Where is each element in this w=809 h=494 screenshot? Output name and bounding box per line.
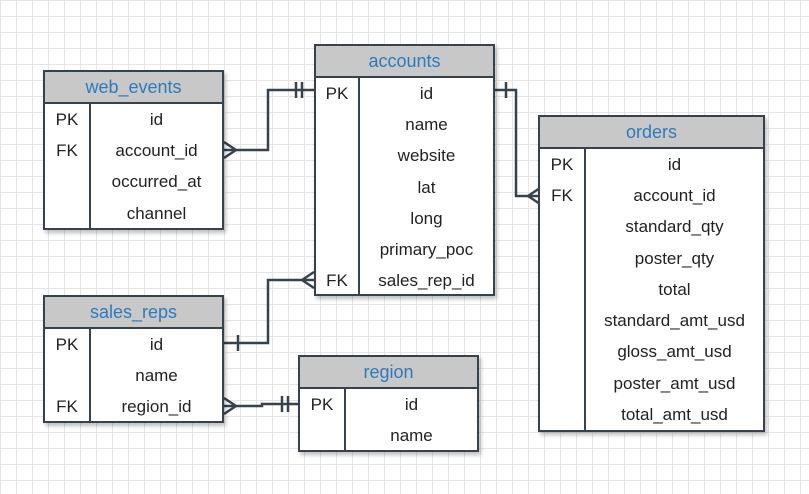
key-badge xyxy=(316,172,358,203)
key-badge: PK xyxy=(325,83,349,103)
table-row: poster_qty xyxy=(540,243,763,274)
table-row: name xyxy=(45,360,222,391)
field-name: sales_rep_id xyxy=(378,271,475,291)
entity-title: orders xyxy=(540,117,763,149)
key-badge: FK xyxy=(56,397,78,417)
field-name: long xyxy=(410,208,443,228)
field-name: name xyxy=(390,425,433,445)
field-name: region_id xyxy=(121,397,192,417)
table-row: PK id xyxy=(45,104,222,135)
field-name: occurred_at xyxy=(111,172,202,192)
key-badge xyxy=(45,167,89,198)
table-row: PK id xyxy=(540,149,763,180)
table-row: total xyxy=(540,274,763,305)
entity-title: sales_reps xyxy=(45,297,222,329)
table-row: poster_amt_usd xyxy=(540,368,763,399)
key-badge xyxy=(540,337,584,368)
field-name: id xyxy=(667,154,682,174)
table-row: standard_amt_usd xyxy=(540,305,763,336)
table-row: FK account_id xyxy=(540,180,763,211)
key-badge xyxy=(45,360,89,391)
entity-title: accounts xyxy=(316,46,493,78)
field-name: total xyxy=(658,279,691,299)
one-mark-accounts-web xyxy=(294,82,304,98)
table-row: PK id xyxy=(300,389,477,420)
table-row: standard_qty xyxy=(540,212,763,243)
field-name: account_id xyxy=(115,140,198,160)
rel-web-events-accounts xyxy=(224,88,314,152)
rel-salesreps-accounts xyxy=(224,278,314,345)
crowfoot-accounts-salesrep xyxy=(301,270,315,290)
key-badge xyxy=(316,109,358,140)
field-name: id xyxy=(149,109,164,129)
key-badge xyxy=(316,141,358,172)
table-row: long xyxy=(316,203,493,234)
key-badge: FK xyxy=(326,271,348,291)
key-badge xyxy=(300,420,344,451)
field-name: total_amt_usd xyxy=(621,405,728,425)
entity-accounts[interactable]: accounts PK id name website lat long prim… xyxy=(314,44,495,296)
key-badge xyxy=(540,368,584,399)
table-row: occurred_at xyxy=(45,167,222,198)
field-name: id xyxy=(404,394,419,414)
table-row: FK region_id xyxy=(45,392,222,423)
field-name: poster_amt_usd xyxy=(613,373,736,393)
field-name: poster_qty xyxy=(634,248,715,268)
entity-sales-reps[interactable]: sales_reps PK id name FK region_id xyxy=(43,295,224,423)
entity-orders[interactable]: orders PK id FK account_id standard_qty po… xyxy=(538,115,765,432)
key-badge: PK xyxy=(55,109,79,129)
key-badge xyxy=(540,212,584,243)
table-row: channel xyxy=(45,198,222,229)
table-row: PK id xyxy=(316,78,493,109)
table-row: FK sales_rep_id xyxy=(316,266,493,297)
crowfoot-web-events xyxy=(223,140,237,160)
table-row: gloss_amt_usd xyxy=(540,337,763,368)
key-badge: FK xyxy=(56,140,78,160)
field-name: primary_poc xyxy=(379,240,474,260)
key-badge: FK xyxy=(551,185,573,205)
table-row: name xyxy=(316,109,493,140)
field-name: channel xyxy=(126,203,187,223)
table-row: PK id xyxy=(45,329,222,360)
entity-region[interactable]: region PK id name xyxy=(298,355,479,452)
field-name: standard_amt_usd xyxy=(604,311,745,331)
key-badge xyxy=(540,399,584,430)
key-badge: PK xyxy=(55,334,79,354)
table-row: lat xyxy=(316,172,493,203)
field-name: website xyxy=(397,146,456,166)
field-name: id xyxy=(419,83,434,103)
entity-title: web_events xyxy=(45,72,222,104)
crowfoot-salesreps-region xyxy=(223,396,237,416)
field-name: standard_qty xyxy=(625,217,724,237)
field-name: lat xyxy=(417,177,436,197)
field-name: gloss_amt_usd xyxy=(617,342,732,362)
table-row: website xyxy=(316,141,493,172)
field-name: name xyxy=(405,114,448,134)
field-name: account_id xyxy=(633,185,716,205)
field-name: name xyxy=(135,365,178,385)
table-row: FK account_id xyxy=(45,135,222,166)
key-badge: PK xyxy=(310,394,334,414)
field-name: id xyxy=(149,334,164,354)
rel-accounts-orders xyxy=(494,88,540,198)
key-badge xyxy=(316,203,358,234)
key-badge xyxy=(316,234,358,265)
table-row: total_amt_usd xyxy=(540,399,763,430)
table-row: primary_poc xyxy=(316,234,493,265)
table-row: name xyxy=(300,420,477,451)
key-badge xyxy=(540,243,584,274)
entity-title: region xyxy=(300,357,477,389)
key-badge xyxy=(540,274,584,305)
entity-web-events[interactable]: web_events PK id FK account_id occurred_at… xyxy=(43,70,224,230)
key-badge xyxy=(540,305,584,336)
key-badge xyxy=(45,198,89,229)
one-mark-region xyxy=(280,396,290,412)
key-badge: PK xyxy=(550,154,574,174)
